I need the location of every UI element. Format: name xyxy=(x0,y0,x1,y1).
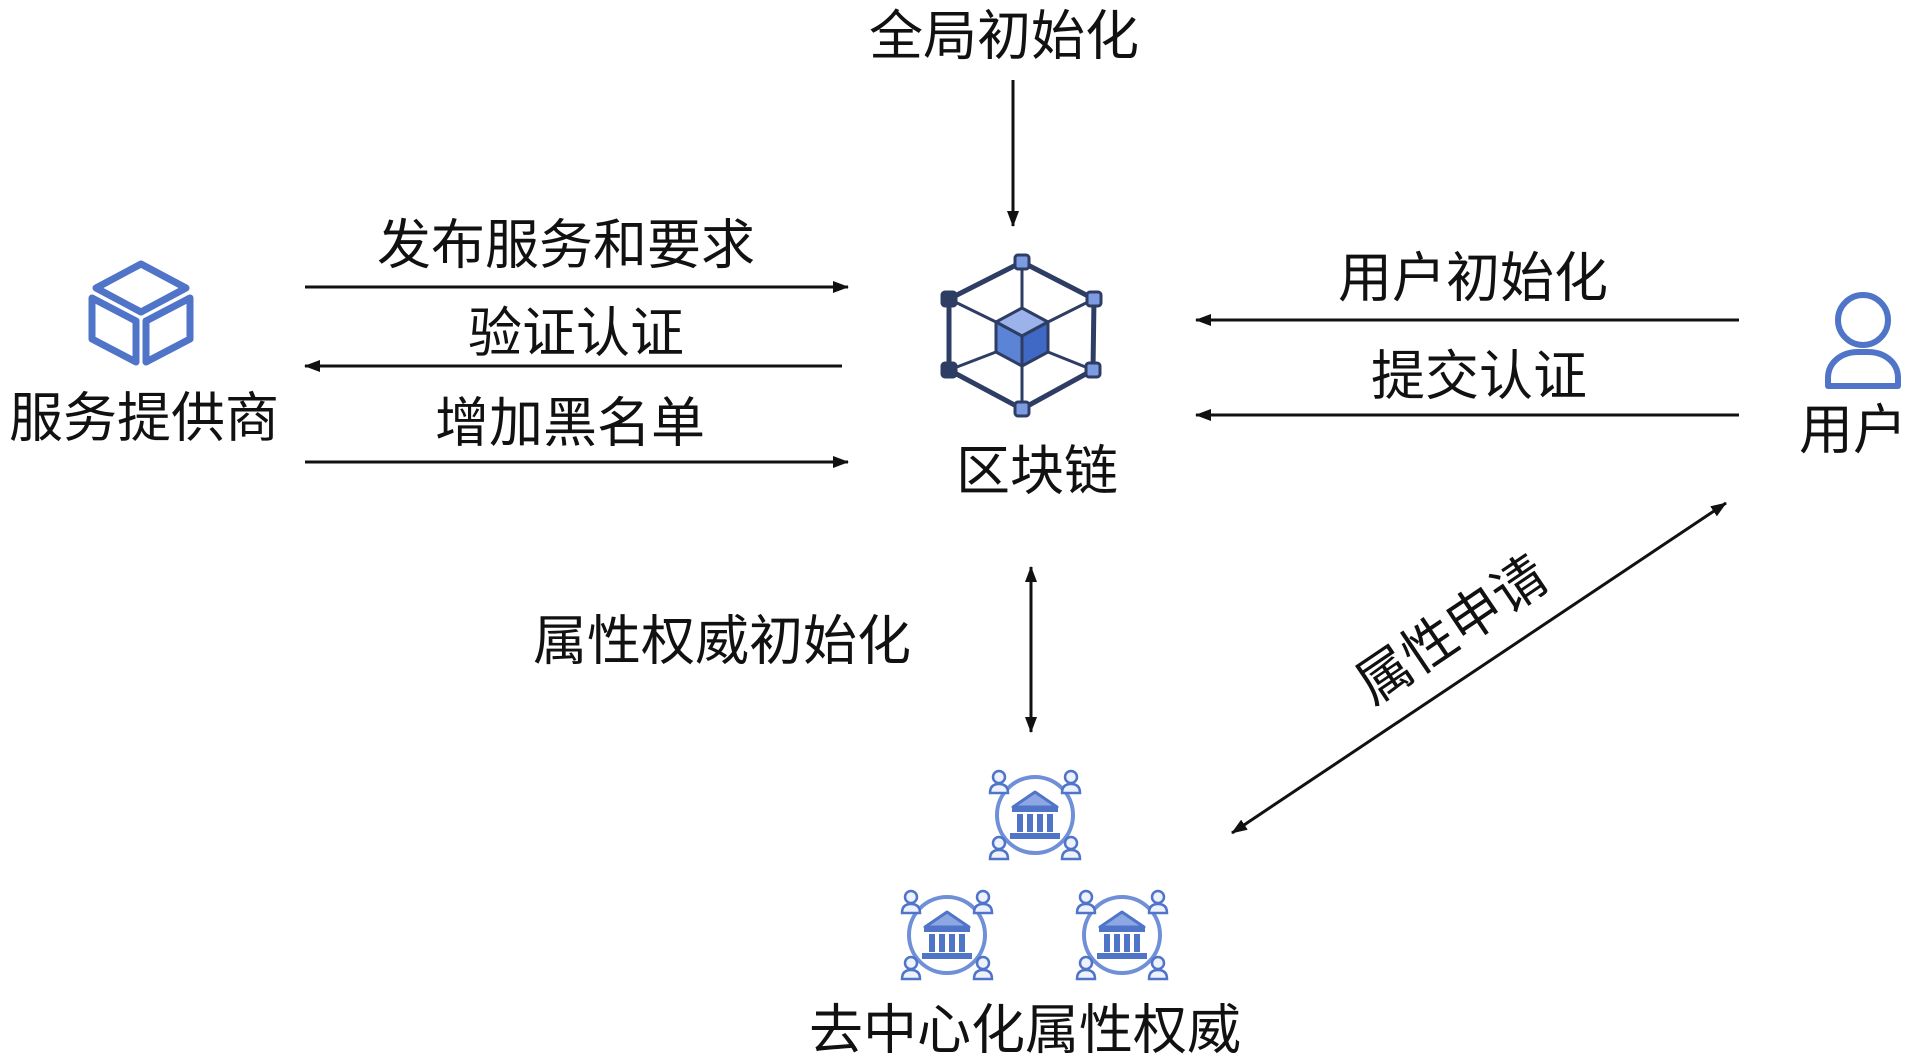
label-user: 用户 xyxy=(1799,399,1907,462)
label-publish-services: 发布服务和要求 xyxy=(377,214,755,277)
label-blockchain: 区块链 xyxy=(956,440,1118,503)
label-add-blacklist: 增加黑名单 xyxy=(435,392,705,455)
label-user-init: 用户初始化 xyxy=(1338,247,1608,310)
label-global-init: 全局初始化 xyxy=(869,5,1139,68)
bank-network-icon xyxy=(900,889,994,981)
label-submit-auth: 提交认证 xyxy=(1371,345,1587,408)
blockchain-cube-icon xyxy=(940,253,1103,418)
user-icon xyxy=(1825,292,1901,389)
blockchain-cube xyxy=(994,306,1050,368)
bank-network-icon xyxy=(988,769,1082,861)
label-service-provider: 服务提供商 xyxy=(9,387,279,450)
arrow-attribute-request xyxy=(1231,501,1727,835)
label-authority-init: 属性权威初始化 xyxy=(533,610,911,673)
box-icon xyxy=(88,260,194,366)
blockchain-nodes xyxy=(940,253,1103,418)
label-attribute-request: 属性申请 xyxy=(1345,543,1559,716)
bank-network-icon xyxy=(1075,889,1169,981)
label-decentralized-authorities: 去中心化属性权威 xyxy=(809,999,1241,1062)
label-verify-auth: 验证认证 xyxy=(468,302,684,365)
